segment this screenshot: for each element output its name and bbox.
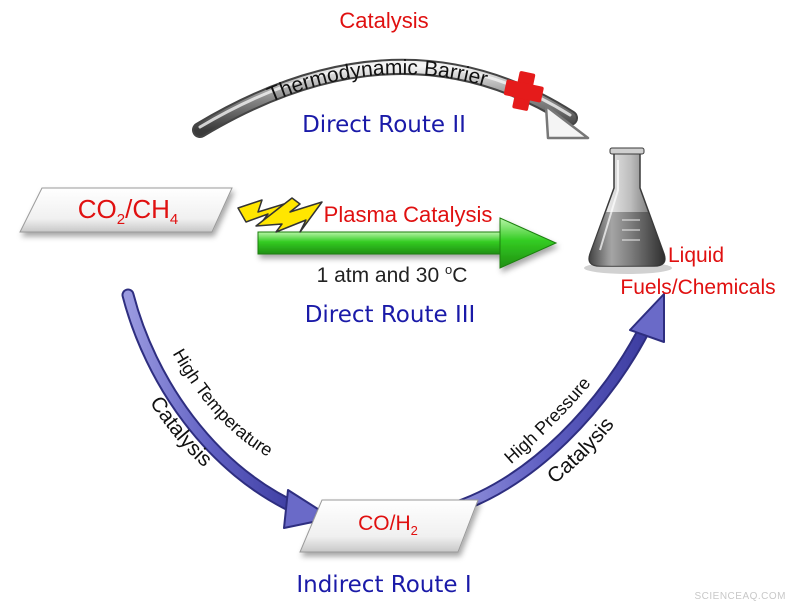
syngas-box: CO/H2 — [299, 499, 479, 553]
route-3-arrow — [257, 217, 558, 269]
thermodynamic-barrier-label: Thermodynamic Barrier — [264, 56, 490, 107]
product-label-line1: Liquid — [668, 244, 724, 267]
watermark: SCIENCEAQ.COM — [694, 591, 786, 602]
conditions-label: 1 atm and 30 oC — [317, 262, 468, 287]
reactant-label: CO2/CH4 — [78, 194, 178, 228]
direct-route-2-label: Direct Route II — [302, 112, 466, 138]
direct-route-3-label: Direct Route III — [305, 302, 476, 328]
lightning-icon — [237, 197, 323, 233]
plasma-catalysis-label: Plasma Catalysis — [324, 202, 493, 227]
top-catalysis-label: Catalysis — [339, 8, 428, 33]
indirect-route-1-label: Indirect Route I — [296, 572, 471, 598]
erlenmeyer-flask-icon — [584, 147, 672, 274]
product-label-line2: Fuels/Chemicals — [620, 276, 775, 299]
red-cross-icon — [503, 71, 544, 111]
syngas-label: CO/H2 — [358, 512, 418, 538]
reactant-box: CO2/CH4 — [19, 187, 233, 233]
